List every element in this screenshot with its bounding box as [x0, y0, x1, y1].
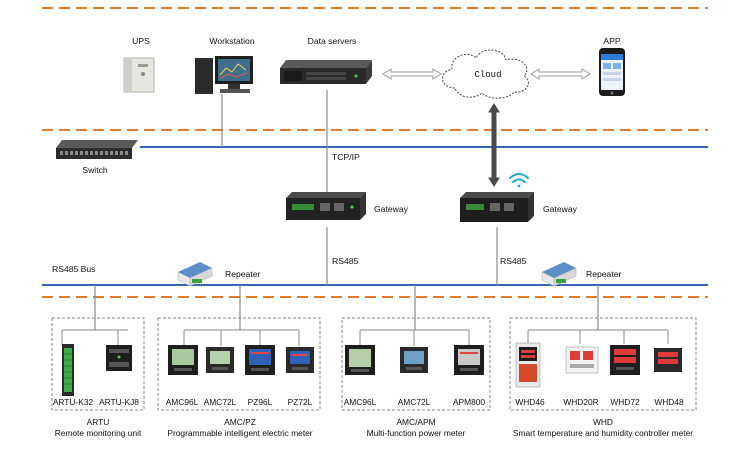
gateway-right-label: Gateway	[543, 204, 578, 214]
device-label-whd72: WHD72	[610, 397, 640, 407]
series-label-amc-pz: AMC/PZ	[224, 417, 256, 427]
repeater-right-icon	[541, 262, 577, 287]
repeater-left-icon	[177, 262, 213, 287]
rs485-bus-label: RS485 Bus	[52, 264, 95, 274]
group-box-amc-pz	[157, 317, 321, 411]
series-label-amc-apm: AMC/APM	[396, 417, 435, 427]
series-label-whd: WHD	[593, 417, 613, 427]
group-desc-whd: Smart temperature and humidity controlle…	[513, 428, 693, 438]
ups-icon	[123, 57, 155, 93]
gateway-left-label: Gateway	[374, 204, 409, 214]
device-label-amc72l: AMC72L	[204, 397, 237, 407]
gateway-right-icon	[460, 192, 534, 222]
server-cloud-arrow	[382, 68, 442, 80]
group-desc-amc-pz: Programmable intelligent electric meter	[167, 428, 312, 438]
meter-pz72l-icon	[286, 347, 314, 373]
switch-label: Switch	[82, 165, 108, 175]
device-label-amc72l-b: AMC72L	[398, 397, 431, 407]
device-label-pz72l: PZ72L	[288, 397, 313, 407]
tcpip-label: TCP/IP	[332, 152, 360, 162]
data-flow-arrows	[382, 68, 591, 187]
controller-whd48-icon	[654, 348, 682, 372]
device-label-amc96l: AMC96L	[166, 397, 199, 407]
artu-kj8-icon	[106, 345, 132, 371]
meter-amc72l-icon	[206, 347, 234, 373]
controller-whd20r-icon	[565, 346, 599, 374]
device-label-whd48: WHD48	[654, 397, 684, 407]
group-desc-artu: Remote monitoring unit	[55, 428, 142, 438]
rs485-left-label: RS485	[332, 256, 358, 266]
device-label-artu-kj8: ARTU-KJ8	[99, 397, 139, 407]
network-switch-icon	[56, 140, 138, 159]
meter-apm800-icon	[454, 345, 484, 375]
wifi-icon	[509, 173, 529, 188]
smartphone-icon	[599, 48, 625, 96]
cloud-gateway-arrow	[488, 103, 500, 187]
repeater-right-label: Repeater	[586, 269, 621, 279]
controller-whd46-icon	[515, 342, 541, 388]
group-box-whd	[509, 317, 697, 411]
gateway-left-icon	[286, 192, 366, 220]
meter-pz96l-icon	[245, 345, 275, 375]
data-servers-label: Data servers	[308, 36, 357, 46]
cloud-label: Cloud	[474, 70, 501, 80]
cloud-app-arrow	[530, 68, 591, 80]
device-label-artu-k32: ARTU-K32	[53, 397, 94, 407]
connection-wires	[94, 90, 599, 330]
workstation-icon	[195, 56, 253, 94]
device-label-pz96l: PZ96L	[248, 397, 273, 407]
server-rack-icon	[280, 60, 372, 84]
group-desc-amc-apm: Multi-function power meter	[367, 428, 466, 438]
group-box-artu	[51, 317, 145, 411]
meter-amc96l-icon	[168, 345, 198, 375]
ups-label: UPS	[132, 36, 150, 46]
meter-amc96l-b-icon	[345, 345, 375, 375]
workstation-label: Workstation	[209, 36, 254, 46]
device-label-whd46: WHD46	[515, 397, 545, 407]
layer-dividers	[42, 7, 708, 298]
controller-whd72-icon	[610, 345, 640, 375]
cloud-icon	[442, 49, 529, 99]
device-label-amc96l-b: AMC96L	[344, 397, 377, 407]
meter-amc72l-b-icon	[400, 347, 428, 373]
artu-k32-icon	[62, 344, 74, 396]
device-label-apm800: APM800	[453, 397, 485, 407]
app-label: APP	[603, 36, 620, 46]
device-label-whd20r: WHD20R	[563, 397, 598, 407]
repeater-left-label: Repeater	[225, 269, 260, 279]
rs485-right-label: RS485	[500, 256, 526, 266]
series-label-artu: ARTU	[87, 417, 110, 427]
